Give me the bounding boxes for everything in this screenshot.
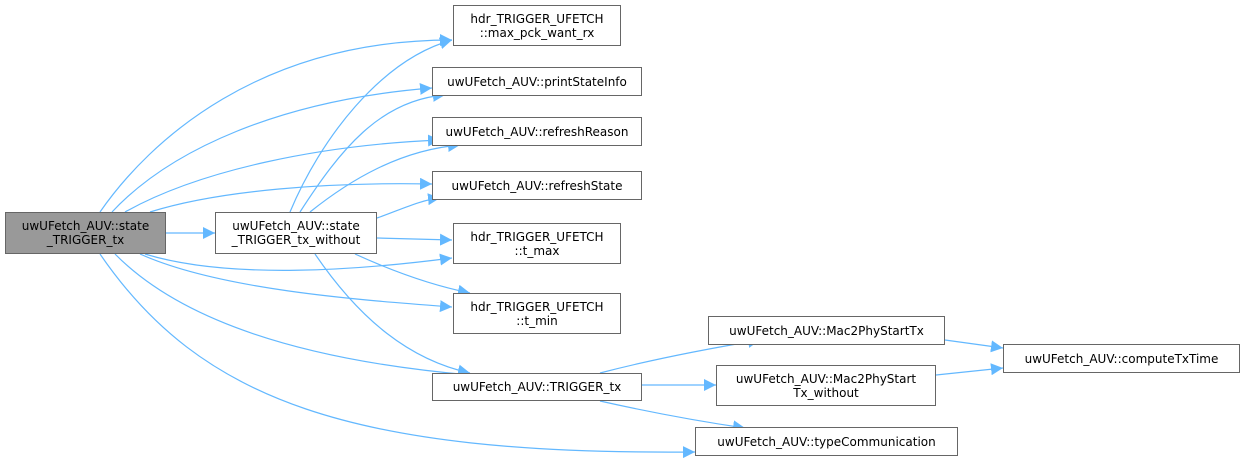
edge-root-to-type [99,253,696,459]
node-t-max[interactable]: hdr_TRIGGER_UFETCH ::t_max [453,223,621,264]
node-compute-tx-time[interactable]: uwUFetch_AUV::computeTxTime [1003,344,1240,373]
edge-without-to-print [299,89,446,213]
node-label: hdr_TRIGGER_UFETCH [470,229,604,244]
node-refresh-state[interactable]: uwUFetch_AUV::refreshState [432,171,642,200]
node-label: uwUFetch_AUV::Mac2PhyStartTx [729,323,924,338]
node-mac2phy-start-tx[interactable]: uwUFetch_AUV::Mac2PhyStartTx [708,316,945,345]
node-label: uwUFetch_AUV::refreshState [451,178,623,193]
node-type-communication[interactable]: uwUFetch_AUV::typeCommunication [695,427,958,456]
node-t-min[interactable]: hdr_TRIGGER_UFETCH ::t_min [453,293,621,334]
node-label: uwUFetch_AUV::state [232,219,360,233]
edge-without-to-tmax [376,233,453,246]
edge-root-to-print [111,82,433,213]
node-max-pck-want-rx[interactable]: hdr_TRIGGER_UFETCH ::max_pck_want_rx [453,5,621,46]
node-label: ::t_min [516,313,558,328]
node-state-trigger-tx: uwUFetch_AUV::state _TRIGGER_tx [5,212,166,254]
node-label: uwUFetch_AUV::refreshReason [445,124,629,139]
node-refresh-reason[interactable]: uwUFetch_AUV::refreshReason [432,117,642,146]
node-label: uwUFetch_AUV::computeTxTime [1024,351,1219,366]
node-label: uwUFetch_AUV::typeCommunication [717,434,936,449]
edge-without-to-state [376,193,441,219]
edge-root-to-trigger [114,253,471,380]
edge-root-to-tmin [139,253,453,313]
edge-m2pw-to-compute [935,363,1004,376]
edge-root-to-tmax [144,253,453,271]
node-state-trigger-tx-without[interactable]: uwUFetch_AUV::state _TRIGGER_tx_without [215,212,377,254]
edge-without-to-tmin [354,253,471,297]
edge-trigger-to-type [599,400,746,433]
node-label: uwUFetch_AUV::state [21,219,150,233]
node-label: uwUFetch_AUV::TRIGGER_tx [452,380,622,394]
edge-root-to-state [149,177,433,213]
node-print-state-info[interactable]: uwUFetch_AUV::printStateInfo [432,67,642,96]
node-label: Tx_without [793,385,859,400]
node-label: hdr_TRIGGER_UFETCH [470,299,604,314]
node-mac2phy-start-tx-without[interactable]: uwUFetch_AUV::Mac2PhyStart Tx_without [716,365,936,406]
edge-m2p-to-compute [944,339,1004,353]
node-label: uwUFetch_AUV::printStateInfo [447,74,627,89]
node-trigger-tx[interactable]: uwUFetch_AUV::TRIGGER_tx [432,373,642,401]
node-label: ::t_max [514,243,560,258]
edge-root-to-reason [124,134,441,213]
node-label: _TRIGGER_tx_without [231,233,361,247]
edge-without-to-reason [309,140,461,213]
edge-without-to-max_pck [289,37,453,213]
node-label: hdr_TRIGGER_UFETCH [470,11,604,26]
node-label: uwUFetch_AUV::Mac2PhyStart [735,371,917,386]
edge-root-to-max_pck [99,34,453,213]
node-label: _TRIGGER_tx [46,233,125,247]
edge-without-to-trigger [314,253,471,377]
node-label: ::max_pck_want_rx [479,25,595,40]
